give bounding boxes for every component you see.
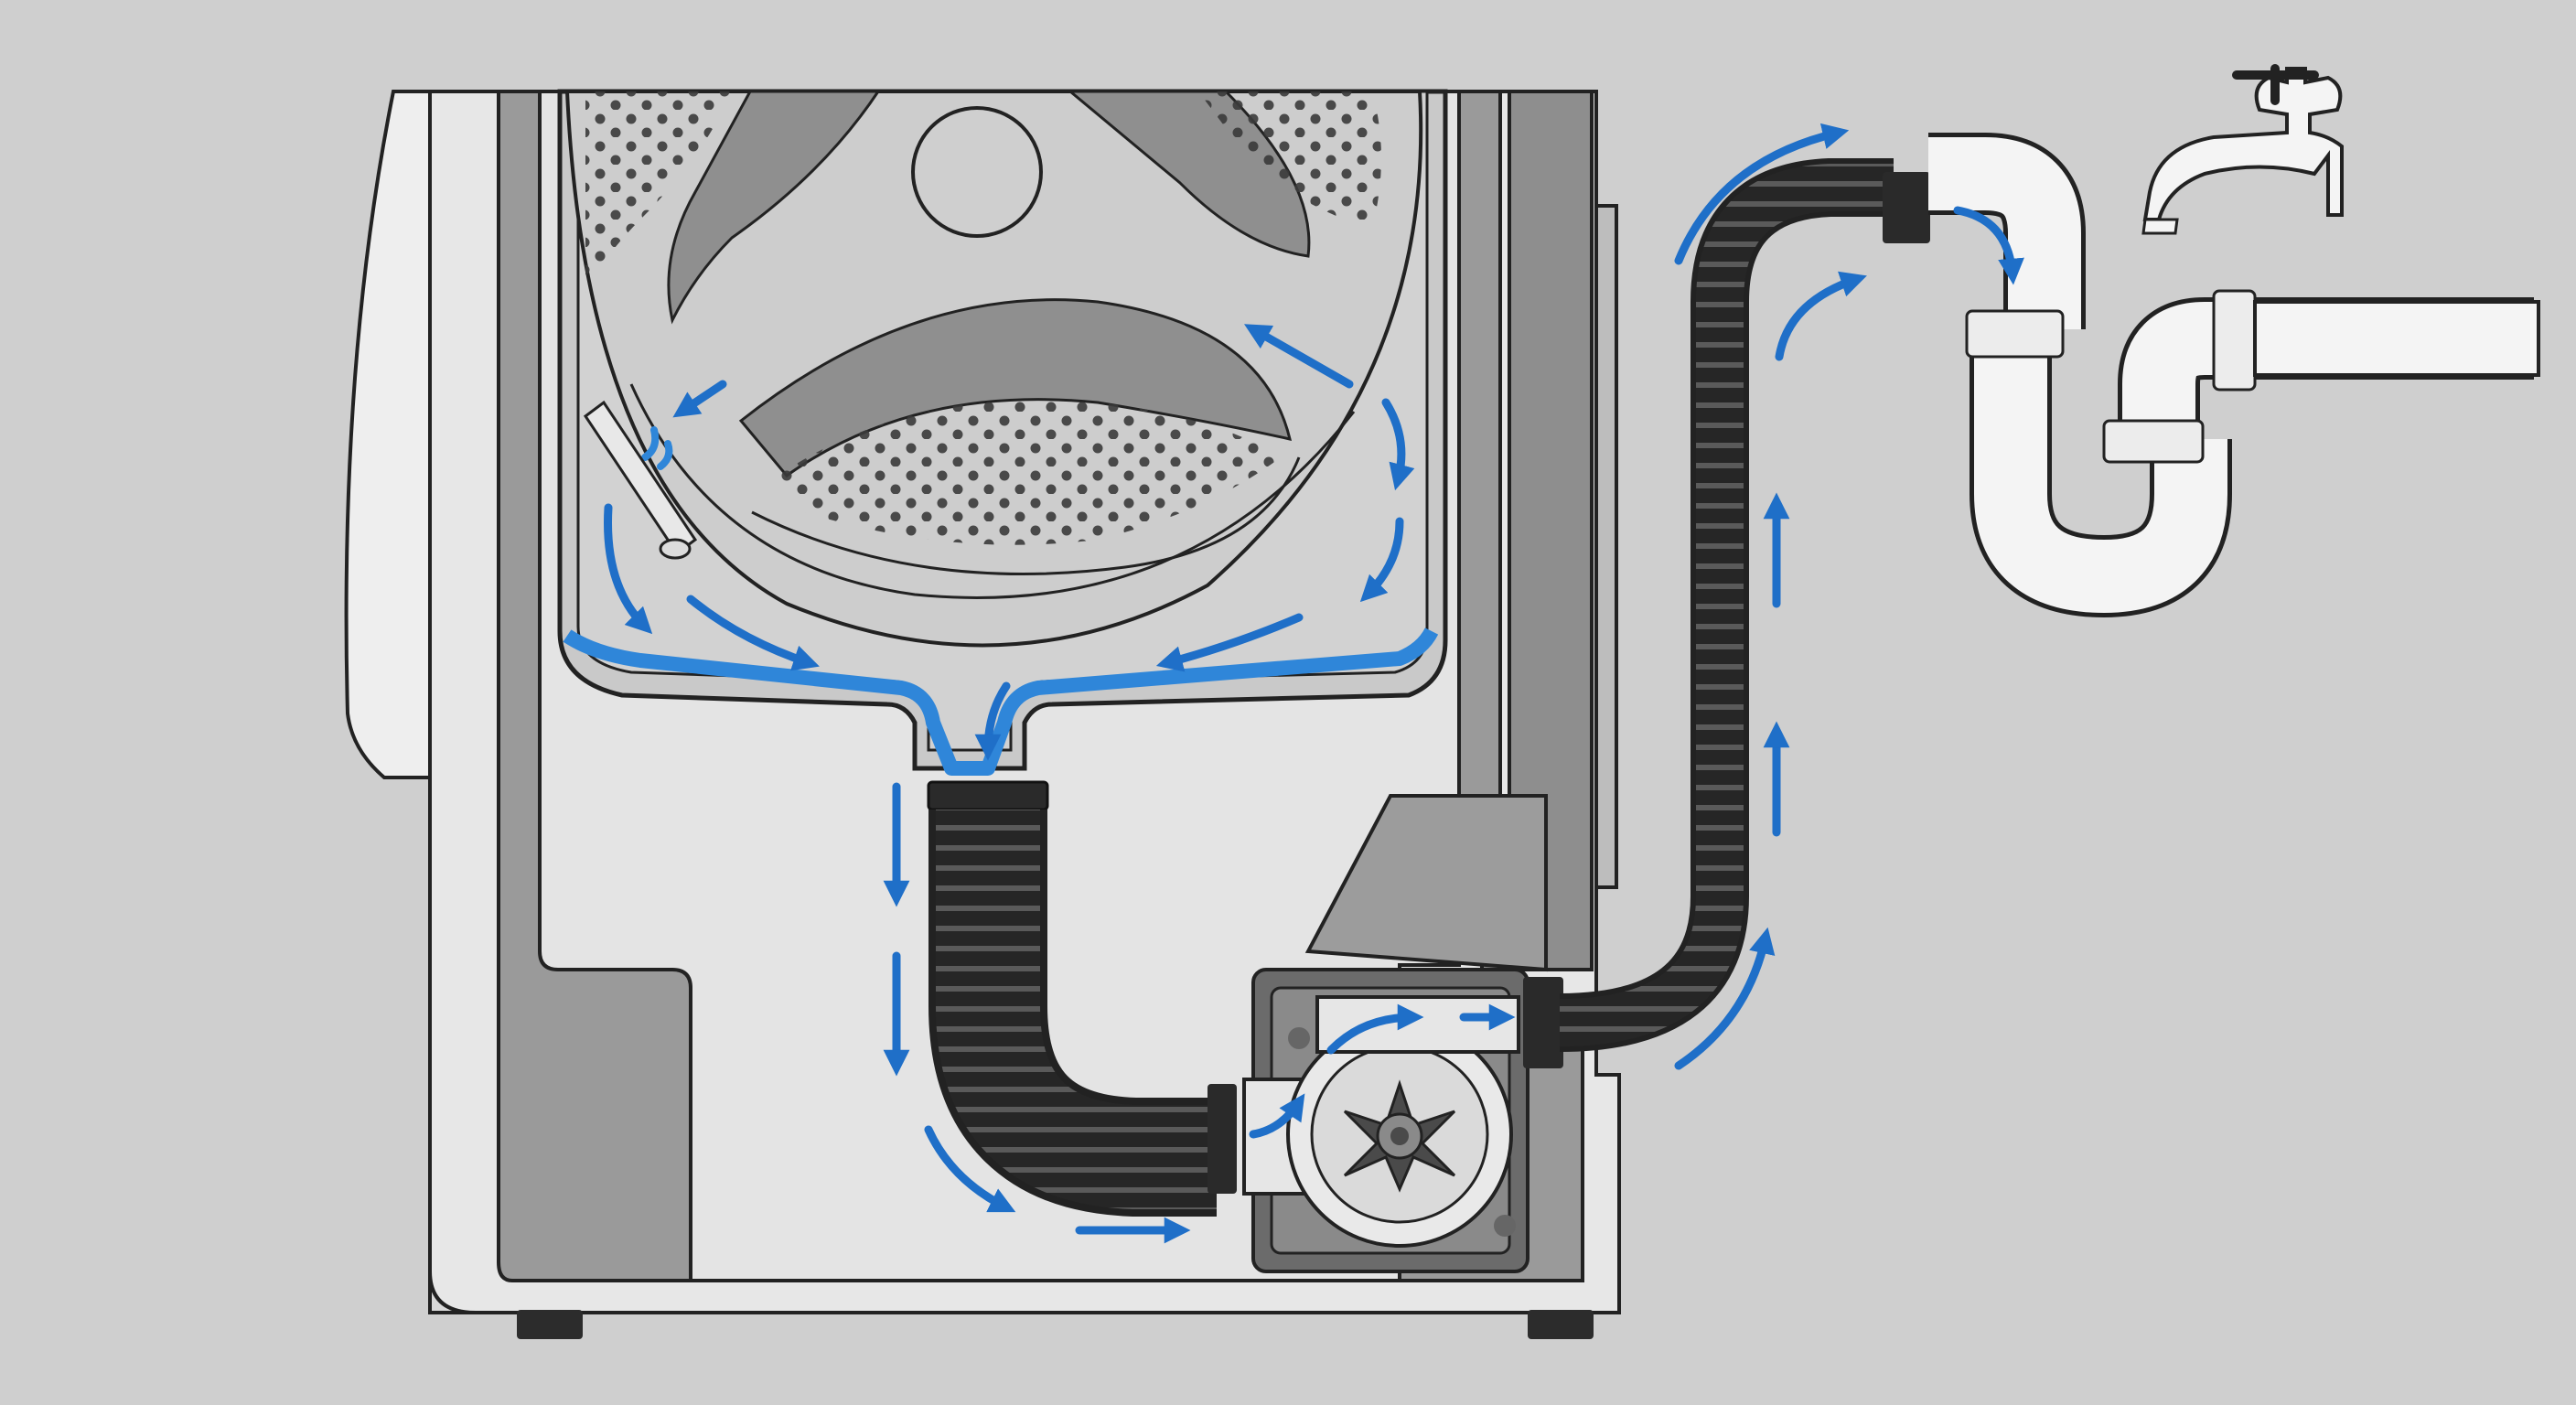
- drum-holes-top-right: [1198, 91, 1381, 229]
- hose-collar-pump: [1208, 1084, 1237, 1194]
- drum-vane-left: [667, 90, 881, 325]
- faucet-spout: [2141, 218, 2179, 235]
- foot-right: [1528, 1310, 1594, 1339]
- foot-left: [517, 1310, 583, 1339]
- trap-nut-bottom: [2102, 419, 2205, 464]
- dispenser-tube: [583, 400, 698, 556]
- flow-arrow-icon: [1953, 206, 2024, 285]
- flow-arrow-icon: [686, 595, 820, 671]
- trap-nut-top: [1965, 309, 2065, 359]
- pump-impeller-icon: [1343, 1079, 1456, 1193]
- internal-drain-hose: [927, 780, 1237, 1217]
- drum-ring: [629, 383, 1356, 599]
- flow-arrow-icon: [604, 503, 653, 635]
- flow-arrow-icon: [672, 380, 727, 418]
- sump-collar: [927, 780, 1049, 811]
- tub: [557, 89, 1448, 776]
- trap-nut-arm: [2212, 289, 2257, 391]
- water-splash: [641, 426, 673, 470]
- hose-standpipe-collar: [1883, 172, 1930, 243]
- flow-arrow-icon: [924, 1125, 1016, 1213]
- flow-arrow-icon: [974, 681, 1011, 761]
- flow-arrow-icon: [1775, 271, 1867, 361]
- p-trap-icon: [1928, 133, 2540, 618]
- flow-arrow-icon: [1674, 123, 1850, 265]
- cabinet-back-panel: [1594, 204, 1618, 889]
- flow-arrow-icon: [1243, 324, 1354, 389]
- flow-arrow-icon: [1249, 1093, 1305, 1139]
- flow-arrow-icon: [1381, 398, 1415, 491]
- cabinet-right-bracket: [1304, 794, 1548, 972]
- faucet-icon: [2141, 64, 2344, 235]
- flow-arrow-icon: [1326, 1003, 1424, 1055]
- water-film: [563, 627, 1439, 776]
- drum-holes-bottom: [778, 399, 1281, 545]
- drain-pump: [1242, 968, 1563, 1273]
- drum-holes-top-left: [585, 91, 732, 293]
- faucet-handle: [2232, 64, 2319, 105]
- pump-outlet: [1315, 995, 1520, 1054]
- external-drain-hose: [1559, 158, 1930, 1052]
- flow-arrows: [604, 123, 2024, 1244]
- drum-icon: [564, 90, 1423, 648]
- flow-arrow-icon: [1674, 927, 1776, 1070]
- flow-arrow-icon: [1155, 613, 1304, 672]
- pump-outlet-collar: [1523, 977, 1563, 1068]
- drum-hub: [911, 106, 1043, 238]
- dispenser-nozzle: [659, 538, 692, 560]
- drum-lip: [751, 456, 1301, 575]
- side-panel-curve: [344, 90, 432, 779]
- flow-arrow-icon: [1359, 517, 1404, 603]
- wall-pipe: [2253, 300, 2540, 377]
